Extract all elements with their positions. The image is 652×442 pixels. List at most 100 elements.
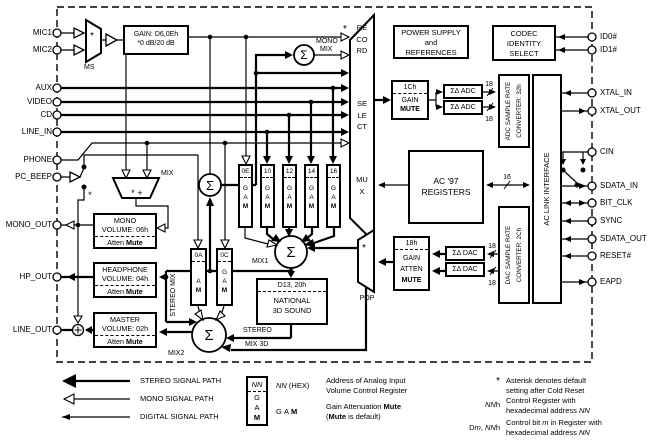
master-vol-line1: MASTER bbox=[110, 315, 140, 324]
gain-block-0e-code: 0E bbox=[240, 166, 251, 178]
g-letter: G bbox=[264, 185, 271, 192]
adc-bus-width-1: 18 bbox=[485, 81, 493, 88]
stereo-3d-label2: MIX 3D bbox=[245, 341, 269, 348]
record-gain-block: 1Ch GAIN MUTE bbox=[391, 80, 429, 120]
adder-plus bbox=[74, 326, 82, 334]
gain-block-10-code: 10 bbox=[262, 166, 273, 178]
mute-post: is default) bbox=[346, 412, 381, 421]
pin-label-pc-beep: PC_BEEP bbox=[15, 172, 52, 181]
gain-block-0c-code: 0C bbox=[218, 250, 231, 262]
pin-circles bbox=[52, 28, 597, 335]
m-letter: M bbox=[195, 287, 202, 294]
gain-block-0a-code: 0A bbox=[192, 250, 205, 262]
arrowheads-stereo bbox=[62, 51, 440, 388]
mono-mix-mux bbox=[111, 177, 161, 199]
mux-default-star: * bbox=[343, 24, 347, 35]
pcm-gain-line1: GAIN bbox=[402, 255, 421, 262]
atten-label: Atten bbox=[107, 238, 124, 247]
m-letter: M bbox=[308, 203, 315, 210]
blank bbox=[192, 268, 205, 277]
comma: , bbox=[480, 423, 485, 432]
legend-addr-line2: Volume Control Register bbox=[326, 386, 408, 395]
pin-label-bit-clk: BIT_CLK bbox=[600, 198, 633, 207]
legend-gain-desc2: (Mute is default) bbox=[326, 412, 381, 422]
nn-italic: NN bbox=[276, 381, 287, 390]
m-letter: M bbox=[330, 203, 337, 210]
chip-boundary bbox=[56, 6, 593, 363]
pin-label-eapd: EAPD bbox=[600, 277, 622, 286]
atten-label: Atten bbox=[107, 287, 124, 296]
gain-block-16-code: 16 bbox=[328, 166, 339, 178]
atten-label: Atten bbox=[107, 337, 124, 346]
ac97-registers-block: AC '97 REGISTERS bbox=[408, 150, 484, 224]
pop-mux bbox=[357, 228, 375, 294]
legend-bit-desc1: Control bit m in Register with bbox=[506, 418, 602, 428]
buffer-triangles bbox=[69, 26, 119, 184]
a-letter: A bbox=[254, 403, 260, 412]
a-letter: A bbox=[222, 278, 227, 285]
mono-mix-label2: MIX bbox=[320, 46, 333, 53]
pin-label-line-out: LINE_OUT bbox=[12, 325, 52, 334]
m-letter: M bbox=[253, 413, 261, 422]
dac-src-line1: DAC SAMPLE RATE bbox=[505, 225, 512, 285]
mux-shapes bbox=[85, 12, 375, 294]
h-suffix: h bbox=[495, 423, 500, 432]
power-line1: POWER SUPPLY bbox=[401, 28, 461, 37]
ms-star: * bbox=[90, 31, 94, 42]
dac-src-block: DAC SAMPLE RATE CONVERTER: 2Ch bbox=[498, 206, 530, 304]
pin-label-id0: ID0# bbox=[600, 32, 617, 41]
m-letter: M bbox=[286, 203, 293, 210]
gain-block-12-code: 12 bbox=[284, 166, 295, 178]
pin-label-mic1: MIC1 bbox=[32, 28, 52, 37]
m-letter: M bbox=[291, 407, 298, 416]
adc-left: ΣΔ ADC bbox=[443, 84, 483, 99]
m-italic: m bbox=[474, 423, 481, 432]
mute-pre: ( bbox=[326, 412, 329, 421]
pcm-gain-block: 18h GAIN ATTEN MUTE bbox=[393, 236, 430, 291]
ac97-line1: AC '97 bbox=[433, 176, 459, 186]
m-letter: M bbox=[264, 203, 271, 210]
sigma-mid: Σ bbox=[206, 178, 214, 193]
mix-plus: + bbox=[137, 188, 142, 198]
record-gain-header: 1Ch bbox=[393, 82, 427, 94]
pop-star: * bbox=[362, 243, 366, 254]
ms-mux-label: MS bbox=[84, 64, 95, 71]
a-letter: A bbox=[283, 407, 289, 416]
bit-post: in Register with bbox=[548, 418, 602, 427]
power-supply-block: POWER SUPPLY and REFERENCES bbox=[393, 25, 469, 59]
legend-ctrl-desc1: Control Register with bbox=[506, 396, 576, 405]
mic-gain-block: GAIN: D6,0Eh *0 dB/20 dB bbox=[123, 25, 189, 55]
pop-label: POP bbox=[359, 295, 375, 302]
codec-id-line3: SELECT bbox=[509, 49, 539, 58]
beep-star: * bbox=[88, 190, 92, 200]
pcm-gain-line2: ATTEN bbox=[400, 266, 423, 273]
arrowheads-digital bbox=[62, 34, 586, 420]
sum-circles bbox=[71, 44, 315, 353]
g-letter: G bbox=[242, 185, 249, 192]
g-letter: G bbox=[254, 393, 260, 402]
gain-block-14-code: 14 bbox=[306, 166, 317, 178]
pin-label-aux: AUX bbox=[35, 83, 52, 92]
a-letter: A bbox=[265, 194, 270, 201]
3d-line2: 3D SOUND bbox=[272, 306, 312, 315]
legend-gain-desc1: Gain Attenuation Mute bbox=[326, 402, 401, 412]
codec-id-line2: IDENTITY bbox=[506, 39, 542, 48]
g-letter: G bbox=[286, 185, 293, 192]
pin-label-hp-out: HP_OUT bbox=[19, 272, 52, 281]
mic-select-mux bbox=[85, 18, 102, 64]
hex-pre: hexadecimal address bbox=[506, 406, 579, 415]
mono-mix-summer bbox=[293, 44, 315, 66]
sigma-mix2: Σ bbox=[204, 327, 213, 344]
master-vol-line2: VOLUME: 02h bbox=[101, 323, 149, 333]
adc-src-line1: ADC SAMPLE RATE bbox=[505, 81, 512, 141]
sigma-mix1: Σ bbox=[286, 244, 295, 261]
legend-nn-hex: NN (HEX) bbox=[276, 381, 309, 391]
a-letter: A bbox=[309, 194, 314, 201]
sigma-mono-mix: Σ bbox=[300, 48, 307, 62]
nn-italic: NN bbox=[578, 406, 590, 415]
legend-gam-label: G A M bbox=[276, 407, 297, 417]
